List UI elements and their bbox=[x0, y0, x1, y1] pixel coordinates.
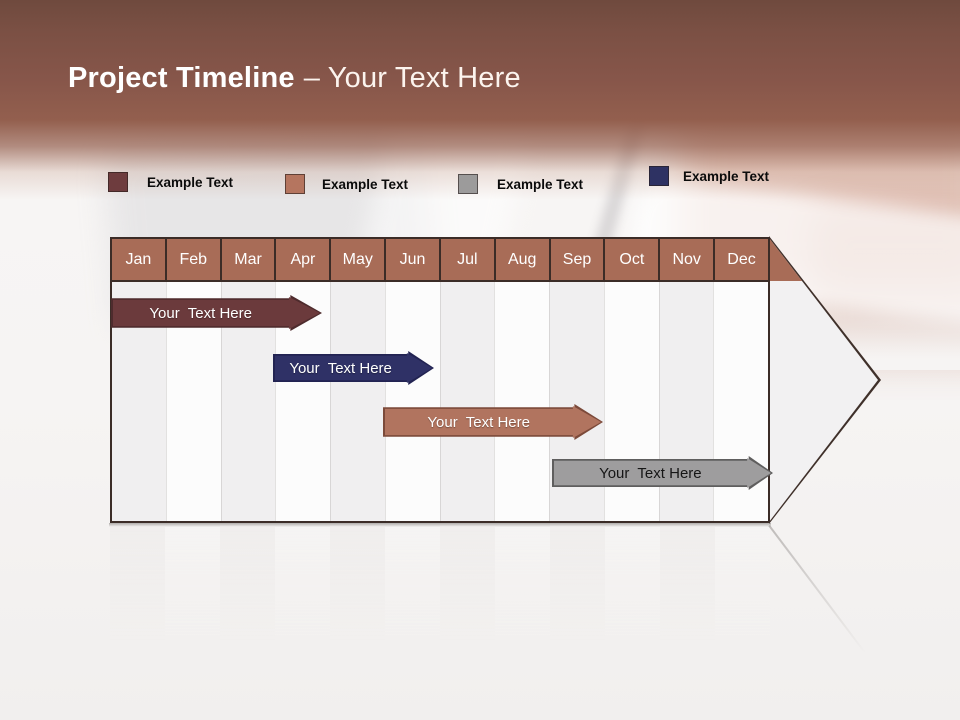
month-header-cell: Feb bbox=[164, 239, 220, 280]
legend-swatch-maroon bbox=[108, 172, 128, 192]
month-header-cell: Nov bbox=[658, 239, 713, 280]
bar-label: Your Text Here bbox=[149, 304, 252, 322]
bar-label: Your Text Here bbox=[599, 464, 702, 482]
bar-label: Your Text Here bbox=[289, 359, 392, 377]
timeline-bar-4: Your Text Here bbox=[552, 456, 773, 490]
legend-swatch-rust bbox=[285, 174, 305, 194]
month-header-cell: Apr bbox=[274, 239, 329, 280]
month-header-row: Jan Feb Mar Apr May Jun Jul Aug Sep Oct … bbox=[112, 239, 768, 282]
timeline-arrowhead bbox=[769, 236, 881, 524]
month-column bbox=[439, 282, 495, 521]
legend-item-navy: Example Text bbox=[649, 166, 769, 186]
table-reflection bbox=[110, 527, 770, 677]
month-header-cell: Oct bbox=[603, 239, 658, 280]
timeline-bar-3: Your Text Here bbox=[383, 404, 603, 440]
timeline-bar-1: Your Text Here bbox=[111, 295, 322, 331]
month-header-cell: Jun bbox=[384, 239, 439, 280]
month-header-cell: May bbox=[329, 239, 384, 280]
title-bold: Project Timeline bbox=[68, 62, 295, 94]
arrowhead-reflection bbox=[768, 525, 867, 654]
bar-fill bbox=[385, 406, 601, 438]
legend-label: Example Text bbox=[147, 174, 234, 190]
month-header-cell: Jul bbox=[438, 239, 494, 280]
legend-label: Example Text bbox=[497, 176, 584, 192]
title-light: – Your Text Here bbox=[303, 62, 521, 94]
legend-item-gray: Example Text bbox=[458, 174, 583, 194]
month-column bbox=[494, 282, 549, 521]
month-header-cell: Mar bbox=[219, 239, 275, 280]
bar-label: Your Text Here bbox=[427, 413, 530, 431]
arrowhead-header-strip bbox=[769, 238, 878, 281]
page-title: Project Timeline– Your Text Here bbox=[68, 62, 521, 95]
legend-label: Example Text bbox=[683, 168, 770, 184]
month-header-cell: Sep bbox=[548, 239, 604, 280]
legend-item-maroon: Example Text bbox=[108, 172, 233, 192]
legend-item-rust: Example Text bbox=[285, 174, 408, 194]
bar-fill bbox=[275, 353, 432, 383]
month-header-cell: Jan bbox=[125, 250, 152, 268]
bar-fill bbox=[113, 297, 320, 329]
month-header-cell: Dec bbox=[713, 239, 768, 280]
header-band bbox=[0, 0, 960, 200]
arrowhead-fill bbox=[769, 238, 878, 522]
legend-swatch-gray bbox=[458, 174, 478, 194]
bar-fill bbox=[554, 458, 771, 488]
month-column bbox=[384, 282, 440, 521]
legend-label: Example Text bbox=[322, 176, 409, 192]
month-header-cell: Aug bbox=[493, 239, 549, 280]
table-shadow bbox=[109, 523, 771, 527]
month-column bbox=[330, 282, 385, 521]
timeline-bar-2: Your Text Here bbox=[273, 351, 434, 385]
legend-swatch-navy bbox=[649, 166, 669, 186]
